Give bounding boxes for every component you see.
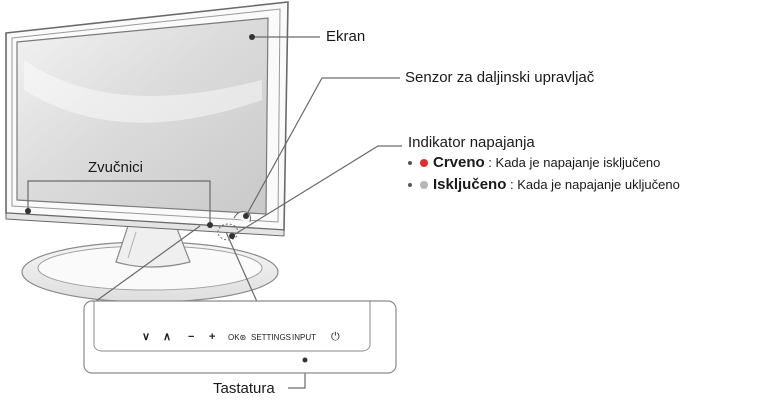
monitor-body: [5, 1, 289, 241]
settings-button-label: SETTINGS: [251, 333, 292, 342]
screen-label: Ekran: [326, 28, 366, 45]
red-dot-icon: [420, 159, 428, 168]
state-term: Crveno: [433, 154, 485, 171]
plus-button-icon: +: [209, 331, 216, 343]
input-button-label: INPUT: [292, 333, 316, 342]
indicator-state-red: Crveno : Kada je napajanje isključeno: [408, 152, 680, 174]
bullet-icon: [408, 160, 412, 165]
down-button-icon: ∨: [142, 331, 151, 343]
remote-sensor-label: Senzor za daljinski upravljač: [405, 69, 595, 86]
state-desc: Kada je napajanje uključeno: [517, 177, 680, 192]
indicator-state-off: Isključeno : Kada je napajanje uključeno: [408, 174, 680, 196]
indicator-states-list: Crveno : Kada je napajanje isključeno Is…: [408, 152, 680, 196]
gray-dot-icon: [420, 181, 428, 190]
stand: [21, 225, 279, 303]
leader-lines: [91, 36, 402, 389]
bullet-icon: [408, 182, 412, 187]
power-button-icon: ⏻: [331, 331, 340, 343]
state-desc: Kada je napajanje isključeno: [495, 155, 661, 170]
state-term: Isključeno: [433, 176, 507, 193]
ok-button-label: OK⊛: [228, 333, 247, 342]
keypad-panel: [83, 300, 397, 374]
speakers-bracket: [25, 180, 213, 228]
speakers-label: Zvučnici: [88, 159, 144, 176]
up-button-icon: ∧: [163, 331, 172, 343]
power-indicator-label: Indikator napajanja: [408, 134, 535, 151]
keypad-label: Tastatura: [213, 380, 275, 397]
minus-button-icon: −: [188, 331, 195, 343]
screen: [16, 17, 269, 215]
